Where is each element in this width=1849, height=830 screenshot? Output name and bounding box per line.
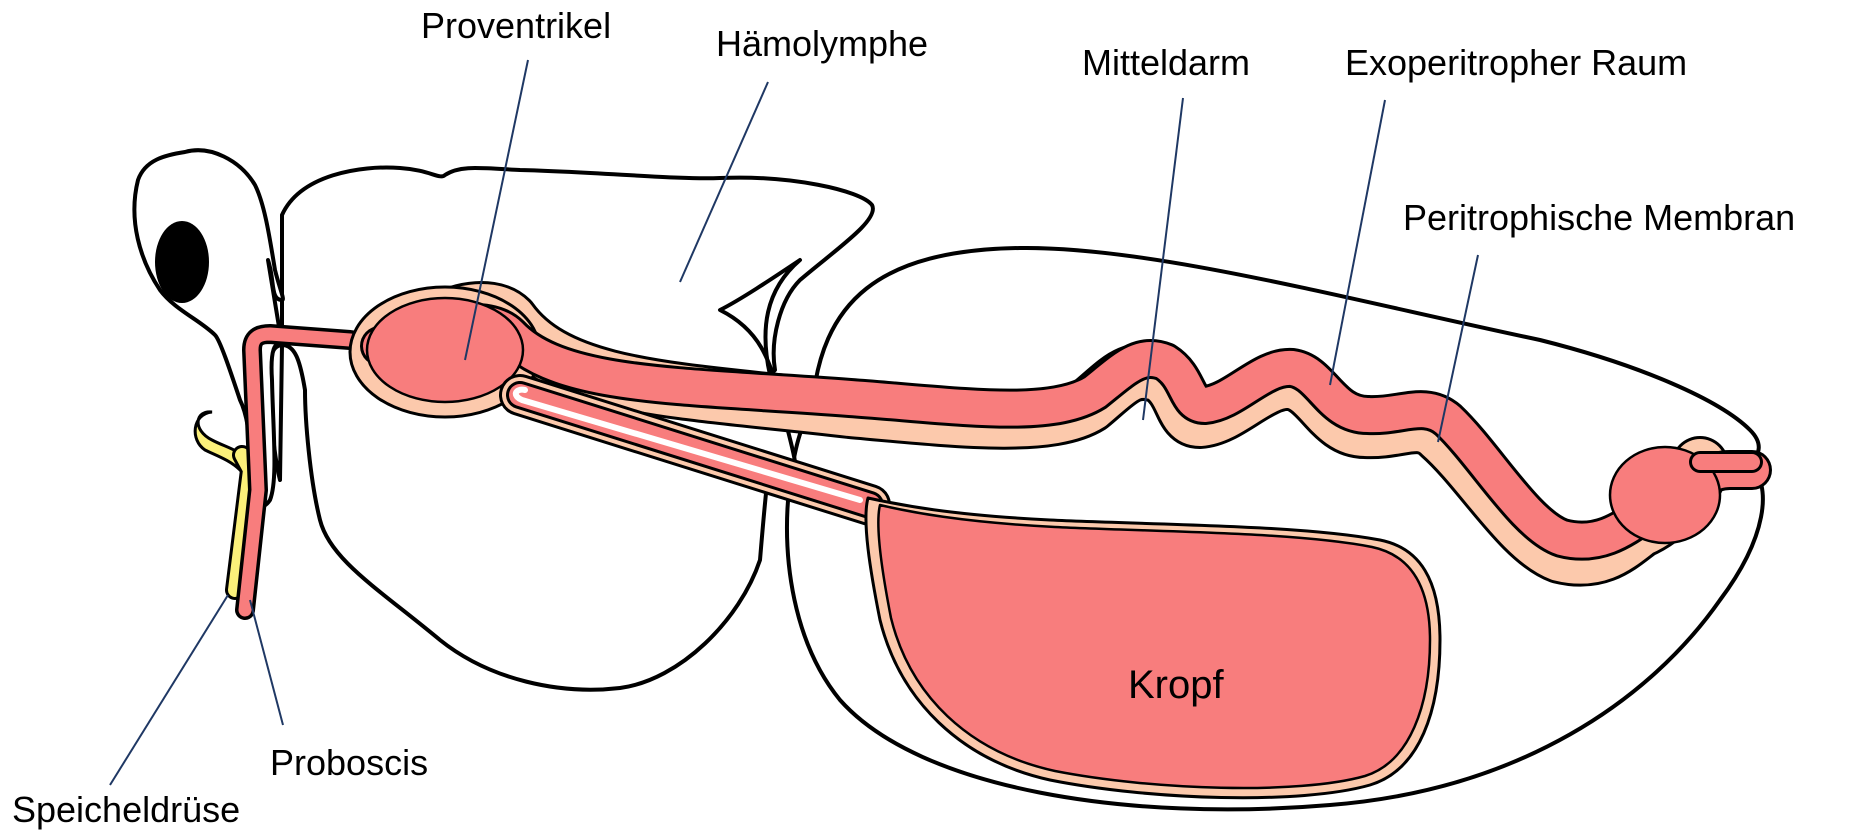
label-exoperitropher-raum: Exoperitropher Raum — [1345, 42, 1687, 83]
label-kropf: Kropf — [1128, 663, 1224, 707]
label-proboscis: Proboscis — [270, 742, 428, 783]
eye — [155, 221, 209, 303]
leader-proboscis — [250, 600, 283, 725]
proventriculus-inner — [367, 298, 523, 402]
label-speicheldruese: Speicheldrüse — [12, 789, 240, 830]
label-peritrophische-membran: Peritrophische Membran — [1403, 197, 1795, 238]
label-proventrikel: Proventrikel — [421, 5, 611, 46]
label-haemolymphe: Hämolymphe — [716, 23, 928, 64]
leader-speicheldruese — [110, 595, 228, 785]
label-mitteldarm: Mitteldarm — [1082, 42, 1250, 83]
